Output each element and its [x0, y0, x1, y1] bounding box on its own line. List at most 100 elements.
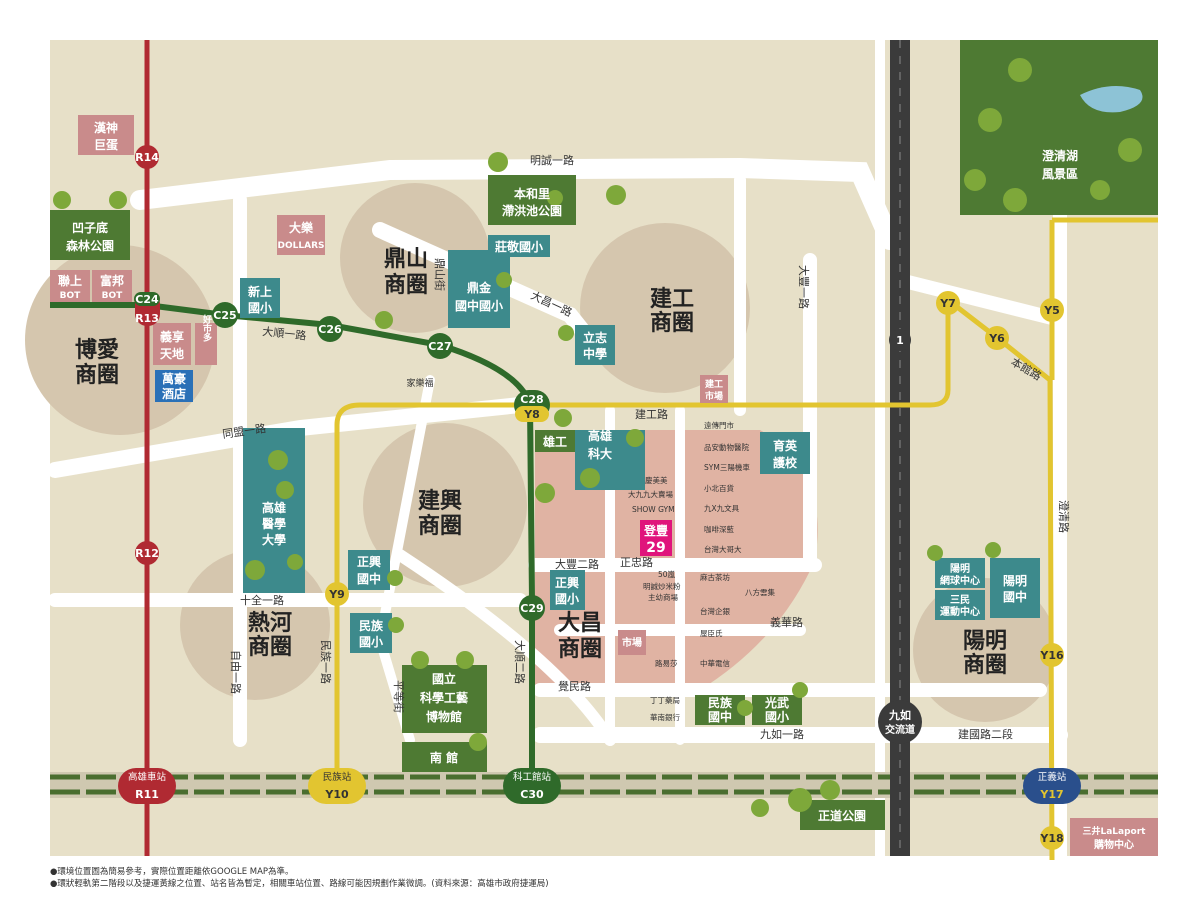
sanmin-sports-1: 三民: [950, 594, 970, 606]
mall-lalaport-2: 購物中心: [1093, 838, 1134, 851]
station-y16: Y16: [1039, 649, 1064, 662]
station-y8: Y8: [523, 408, 540, 421]
station-y17: Y17: [1039, 788, 1063, 801]
hotel-box: [155, 370, 193, 402]
school-yuying-2: 護校: [773, 455, 798, 470]
station-c26: C26: [318, 323, 342, 336]
project-dengfeng-2: 29: [646, 540, 665, 556]
bot-fubon-1: 富邦: [100, 273, 124, 288]
road-zhengzhong: 正忠路: [620, 556, 653, 569]
poi-6: 台灣大哥大: [704, 544, 742, 554]
poi-0: 遠傳門市: [704, 420, 734, 430]
museum-1: 國立: [432, 671, 456, 686]
school-kuas-1: 高雄: [588, 428, 612, 443]
museum-3: 博物館: [426, 709, 462, 724]
school-dingjin-2: 國中國小: [455, 298, 503, 313]
mall-dollars-2: DOLLARS: [278, 241, 325, 251]
lake-chengqing-1: 澄清湖: [1042, 148, 1078, 163]
poi-7: 慶美美: [645, 475, 668, 485]
road-yihua: 義華路: [770, 615, 803, 629]
mall-hanshin-1: 漢神: [94, 120, 118, 135]
station-c24: C24: [135, 293, 159, 306]
station-r12: R12: [135, 547, 159, 560]
poi-4: 九X九文具: [704, 503, 740, 513]
station-y18: Y18: [1039, 832, 1063, 845]
poi-3: 小北百貨: [704, 483, 734, 493]
school-guangwu-2: 國小: [765, 709, 789, 724]
school-zhuangjing: 莊敬國小: [494, 239, 543, 254]
road-dafeng-1: 大豐一路: [797, 265, 811, 309]
road-dafeng-2: 大豐二路: [555, 557, 599, 571]
railway: [50, 772, 1158, 798]
park-benhe-2: 滯洪池公園: [502, 203, 562, 218]
road-jiuru: 九如一路: [760, 727, 804, 741]
road-jianguo: 建國路二段: [958, 727, 1013, 741]
school-kmu-1: 高雄: [262, 500, 286, 515]
station-minzu: 民族站: [323, 771, 352, 783]
school-xionggong: 雄工: [542, 434, 567, 449]
school-xinshang-2: 國小: [248, 300, 272, 315]
shop-boxes: [50, 115, 1158, 856]
sanmin-sports-2: 運動中心: [940, 605, 980, 618]
poi-1: 品安動物醫院: [704, 442, 749, 452]
school-zhengxing-es-2: 國小: [555, 591, 579, 606]
poi-2: SYM三陽機車: [704, 462, 750, 472]
school-minzu-es-1: 民族: [359, 618, 384, 633]
school-minzu-jh-1: 民族: [708, 695, 733, 710]
road-tongmeng: 同盟一路: [222, 422, 267, 441]
station-c30: C30: [520, 788, 544, 801]
station-c27: C27: [428, 340, 451, 353]
poi-10: 麻古茶坊: [700, 572, 730, 582]
road-shiquan: 十全一路: [240, 593, 284, 607]
school-minzu-es-2: 國小: [359, 634, 383, 649]
poi-12: 台灣企銀: [700, 606, 730, 616]
note-1: ●環境位置圖為簡易參考，實際位置距離依GOOGLE MAP為準。: [50, 867, 294, 877]
school-guangwu-1: 光武: [764, 695, 789, 710]
mall-dollars-1: 大樂: [289, 220, 314, 235]
district-rehe-2: 商圈: [248, 634, 292, 660]
school-yangming-jh-1: 陽明: [1003, 574, 1027, 588]
district-dingshan-1: 鼎山: [384, 247, 428, 272]
road-juemin: 覺民路: [558, 680, 591, 693]
school-kmu-3: 大學: [262, 532, 286, 547]
school-yangming-jh-2: 國中: [1003, 589, 1027, 604]
museum-2: 科學工藝: [420, 690, 468, 705]
school-zhengxing-jh-2: 國中: [357, 571, 381, 586]
district-yangming-1: 陽明: [963, 629, 1007, 654]
district-dachang-1: 大昌: [558, 611, 602, 636]
market-dachang: 市場: [622, 636, 642, 649]
park-benhe-1: 本和里: [514, 186, 550, 201]
jiuru-interchange: [878, 700, 922, 744]
map-notes: ●環境位置圖為簡易參考，實際位置距離依GOOGLE MAP為準。 ●環狀輕軌第二…: [50, 866, 549, 890]
district-jianxing-2: 商圈: [418, 513, 462, 539]
station-r11: R11: [135, 788, 159, 801]
school-kmu-2: 醫學: [262, 516, 286, 531]
road-jiangong: 建工路: [635, 407, 668, 421]
park-aoziti-1: 凹子底: [72, 220, 108, 235]
poi-5: 咖啡深藍: [704, 524, 734, 534]
project-box: [640, 520, 672, 556]
bot-lianshang-1: 聯上: [58, 273, 82, 288]
project-dengfeng-1: 登豐: [643, 523, 668, 538]
school-dingjin-1: 鼎金: [467, 280, 492, 295]
carrefour-label: 家樂福: [406, 377, 433, 389]
district-jiangong-1: 建工: [650, 287, 694, 312]
mall-costco: 好市多: [201, 313, 213, 342]
school-zhengxing-jh-1: 正興: [357, 554, 381, 569]
mall-lalaport-1: 三井LaLaport: [1083, 825, 1147, 837]
station-r13: R13: [135, 312, 159, 325]
road-mingcheng: 明誠一路: [530, 154, 574, 167]
road-ziyou: 自由一路: [229, 650, 243, 694]
park-zhengdao: 正道公園: [818, 808, 866, 823]
bot-fubon-2: BOT: [102, 291, 124, 301]
mall-yixiang-2: 天地: [160, 346, 184, 361]
school-xinshang-1: 新上: [248, 284, 272, 299]
mrt-yellow-line: [334, 294, 1055, 861]
jiuru-interchange-2: 交流道: [885, 723, 915, 736]
station-kaohsiung-main: 高雄車站: [128, 771, 167, 783]
poi-11: 八方雲集: [745, 587, 775, 597]
school-kuas-2: 科大: [588, 446, 612, 461]
yellow-stations: Y8 Y9 民族站 Y10 Y7 Y6 Y5 Y16 正義站 Y17 Y18: [308, 291, 1081, 850]
